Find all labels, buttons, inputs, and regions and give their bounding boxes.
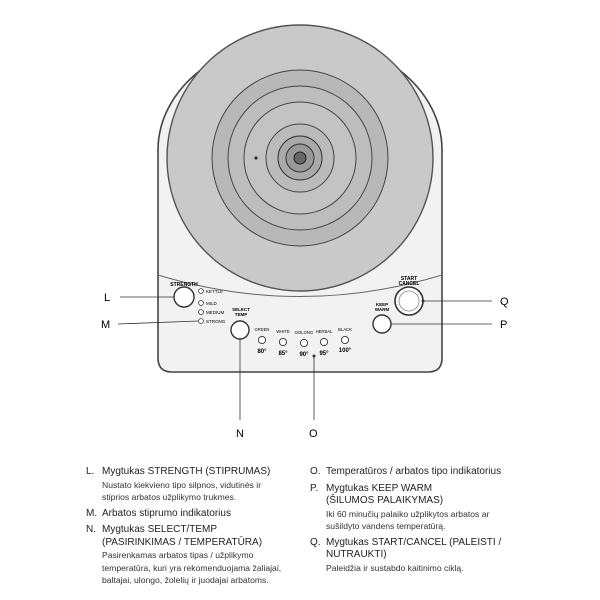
tea-led — [257, 335, 267, 345]
callout-p: P — [500, 319, 507, 331]
callout-dot — [312, 354, 316, 358]
legend-title: (ŠILUMOS PALAIKYMAS) — [326, 495, 444, 506]
tea-led — [278, 337, 288, 347]
kettle-base-diagram: STRENGTH KETTLE MILD MEDIUM STRONG SELEC… — [101, 24, 509, 440]
tea-name: GREEN — [255, 327, 270, 332]
legend-title: Mygtukas STRENGTH (STIPRUMAS) — [102, 466, 271, 477]
strength-led — [198, 300, 204, 306]
tea-name: HERBAL — [316, 329, 333, 334]
control-panel-edge — [157, 274, 443, 297]
legend-desc: Nustato kiekvieno tipo silpnos, vidutinė… — [102, 479, 262, 490]
legend-desc: Paleidžia ir sustabdo kaitinimo ciklą. — [326, 562, 464, 573]
callout-l: L — [104, 292, 110, 304]
tea-name: BLACK — [338, 327, 352, 332]
start-cancel-label: START — [401, 276, 417, 282]
callout-line-m — [117, 320, 199, 325]
strength-level-label: STRONG — [206, 319, 226, 324]
tea-temp: 95° — [319, 351, 329, 357]
keep-warm-label: WARM — [375, 307, 389, 312]
tea-led — [319, 337, 329, 347]
select-temp-button[interactable] — [230, 320, 250, 340]
callout-lines — [117, 296, 492, 420]
keep-warm-label: KEEP — [376, 302, 388, 307]
legend-item-m: M. Arbatos stiprumo indikatorius — [86, 508, 316, 521]
strength-level-label: KETTLE — [206, 289, 223, 294]
legend-letter: Q. — [310, 536, 321, 548]
legend-title: Mygtukas SELECT/TEMP — [102, 524, 218, 535]
legend-desc: baltajai, ulongo, žolelių ir juodajai ar… — [102, 575, 269, 585]
callout-o: O — [309, 428, 318, 440]
tea-type-indicator: GREEN 80° WHITE 85° OOLONG 90° HERBAL 95… — [255, 327, 353, 358]
select-temp-label: TEMP — [235, 312, 248, 317]
legend-letter: L. — [86, 466, 95, 477]
legend-desc: stiprios arbatos užplikymo trukmes. — [102, 492, 237, 502]
legend-letter: P. — [310, 482, 319, 494]
legend-item-q: Q. Mygtukas START/CANCEL (PALEISTI / NUT… — [310, 537, 520, 575]
strength-indicator: KETTLE MILD MEDIUM STRONG — [198, 288, 226, 324]
strength-button[interactable] — [173, 286, 195, 308]
legend-letter: O. — [310, 466, 321, 477]
tea-led — [340, 335, 350, 345]
legend-desc: Pasirenkamas arbatos tipas / užplikymo — [102, 550, 254, 560]
legend-title: NUTRAUKTI) — [326, 549, 387, 560]
tea-led — [299, 338, 309, 348]
legend-left: L. Mygtukas STRENGTH (STIPRUMAS) Nustato… — [86, 466, 316, 591]
legend-letter: M. — [86, 507, 98, 519]
legend-item-n: N. Mygtukas SELECT/TEMP (PASIRINKIMAS / … — [86, 524, 316, 587]
tea-temp: 85° — [278, 351, 288, 357]
strength-led — [198, 318, 204, 324]
callout-q: Q — [500, 296, 509, 308]
legend-right: O. Temperatūros / arbatos tipo indikator… — [310, 466, 520, 578]
legend-desc: temperatūra, kuri yra rekomenduojama žal… — [102, 562, 282, 573]
legend-title: Temperatūros / arbatos tipo indikatorius — [326, 466, 502, 477]
connector-core — [293, 151, 307, 165]
tea-name: WHITE — [276, 329, 290, 334]
legend-desc: sušildyto vandens temperatūrą. — [326, 521, 446, 531]
legend-title: Mygtukas KEEP WARM — [326, 482, 433, 494]
strength-led — [198, 309, 204, 315]
legend-desc: Iki 60 minučių palaiko užplikytos arbato… — [326, 508, 490, 519]
legend-title: Arbatos stiprumo indikatorius — [102, 507, 231, 519]
tea-temp: 80° — [257, 349, 267, 355]
legend-letter: N. — [86, 524, 96, 535]
tea-temp: 100° — [339, 348, 352, 354]
start-cancel-button-inner — [398, 290, 420, 312]
strength-label: STRENGTH — [170, 282, 198, 288]
legend-item-o: O. Temperatūros / arbatos tipo indikator… — [310, 466, 520, 479]
keep-warm-button[interactable] — [372, 314, 392, 334]
start-cancel-label: CANCEL — [399, 281, 420, 287]
select-temp-label: SELECT — [232, 307, 250, 312]
callout-dot — [421, 299, 425, 303]
legend-title: (PASIRINKIMAS / TEMPERATŪRA) — [102, 536, 263, 548]
tea-temp: 90° — [299, 352, 309, 358]
legend-item-p: P. Mygtukas KEEP WARM (ŠILUMOS PALAIKYMA… — [310, 483, 520, 533]
plate-dot — [254, 156, 258, 160]
callout-n: N — [236, 428, 244, 440]
strength-level-label: MEDIUM — [206, 310, 224, 315]
tea-name: OOLONG — [295, 330, 313, 335]
legend-title: Mygtukas START/CANCEL (PALEISTI / — [326, 536, 502, 548]
legend-item-l: L. Mygtukas STRENGTH (STIPRUMAS) Nustato… — [86, 466, 316, 504]
strength-level-label: MILD — [206, 301, 218, 306]
strength-led — [198, 288, 204, 294]
callout-m: M — [101, 319, 110, 331]
